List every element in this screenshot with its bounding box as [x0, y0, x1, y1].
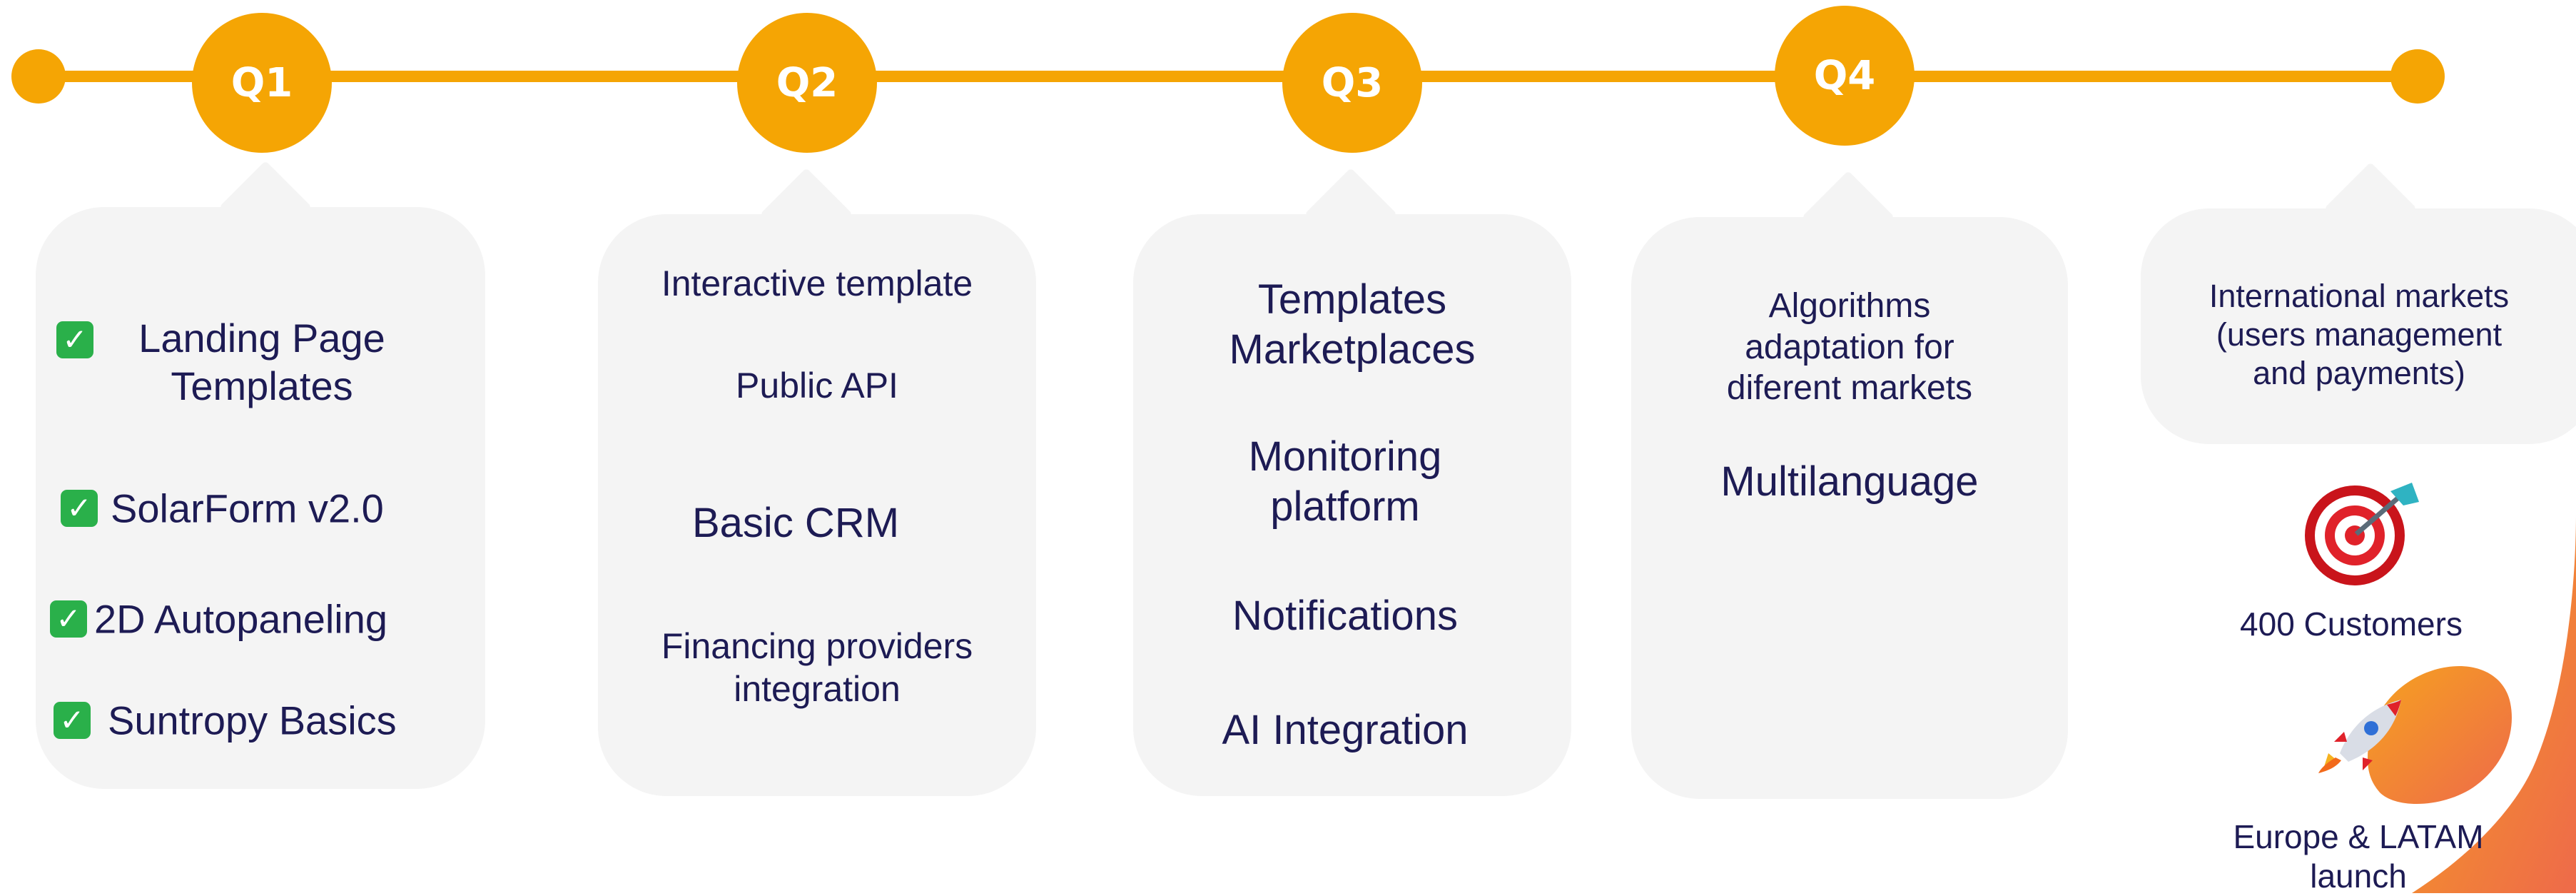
target-dart-icon	[2305, 483, 2419, 585]
q4-item-algorithms-adaptation: Algorithms adaptation for diferent marke…	[1726, 287, 1973, 408]
check-box-icon: ✓	[54, 702, 91, 740]
future-international-markets: International markets (users management …	[2209, 278, 2510, 391]
q1-card	[36, 160, 485, 789]
q3-card	[1133, 167, 1571, 796]
q3-marker: Q3	[1282, 13, 1422, 153]
q2-card	[598, 167, 1036, 796]
q3-item-templates-marketplaces: Templates Marketplaces	[1229, 276, 1476, 373]
q2-item-public-api: Public API	[736, 366, 898, 406]
q3-item-ai-integration: AI Integration	[1222, 707, 1469, 753]
q1-item-suntropy-basics: ✓Suntropy Basics	[54, 694, 397, 744]
q1-item-2d-autopaneling: ✓2D Autopaneling	[50, 593, 387, 643]
q2-item-basic-crm: Basic CRM	[691, 500, 900, 546]
check-box-icon: ✓	[50, 600, 87, 638]
goal-europe-latam-launch: Europe & LATAM launch	[2233, 818, 2484, 895]
q2-item-interactive-template: Interactive template	[661, 263, 973, 303]
check-box-icon: ✓	[56, 321, 93, 358]
q3-item-notifications: Notifications	[1232, 593, 1458, 639]
q1-marker: Q1	[192, 13, 332, 153]
future-card	[2141, 161, 2576, 444]
goal-400-customers: 400 Customers	[2240, 605, 2463, 643]
q4-card	[1631, 170, 2068, 799]
q4-item-multilanguage: Multilanguage	[1720, 458, 1979, 505]
q2-marker: Q2	[737, 13, 877, 153]
timeline-start-dot	[11, 49, 66, 104]
q3-item-monitoring-platform: Monitoring platform	[1248, 433, 1442, 530]
timeline-line	[37, 71, 2418, 82]
rocket-icon	[2318, 700, 2401, 773]
q1-item-solarform: ✓SolarForm v2.0	[61, 482, 384, 532]
check-box-icon: ✓	[61, 490, 98, 528]
q2-item-financing-providers: Financing providers integration	[661, 626, 973, 709]
timeline-end-dot	[2390, 49, 2445, 104]
q4-marker: Q4	[1775, 6, 1915, 146]
